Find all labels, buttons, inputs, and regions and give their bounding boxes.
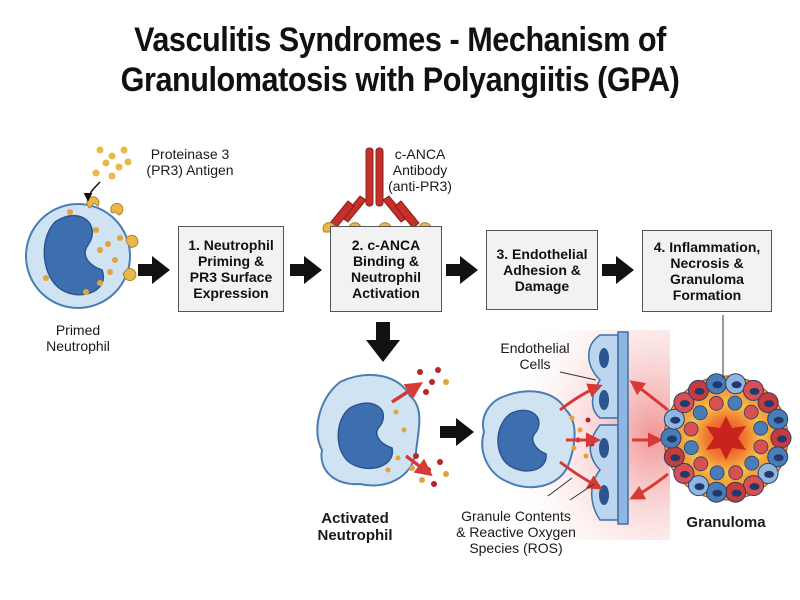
down-arrow [366,322,400,362]
granuloma-cell-nucleus [670,454,681,462]
granuloma-cell-nucleus [694,387,705,395]
granuloma-cell-nucleus [679,470,690,478]
granuloma-cell-nucleus [670,416,681,424]
adhering-neutrophil [481,390,576,489]
granuloma-inner-cell [743,404,759,420]
nucleus-icon [43,214,105,296]
title-line-2: Granulomatosis with Polyangiitis (GPA) [120,61,680,99]
granuloma-cell-nucleus [749,387,760,395]
granuloma [660,373,792,503]
primed-neutrophil-label: Primed Neutrophil [46,322,110,354]
to-endothelium-arrow [440,418,474,446]
activated-neutrophil-label: Activated Neutrophil [317,510,393,544]
step-4-box: 4. Inflammation, Necrosis & Granuloma Fo… [642,230,772,312]
granuloma-inner-cell [753,439,769,455]
granuloma-cell-nucleus [749,483,760,491]
antigen-arrow [83,181,101,202]
granuloma-inner-cell [728,465,744,481]
granuloma-cell-nucleus [679,400,690,408]
granule-pointers [547,477,595,501]
activated-neutrophil [316,374,421,487]
step-arrows [138,256,634,446]
granuloma-cell-nucleus [731,489,742,497]
granuloma-inner-cell [753,420,769,436]
granuloma-inner-cell [709,465,725,481]
granuloma-cell-nucleus [764,470,775,478]
antibody-label: c-ANCA Antibody (anti-PR3) [388,146,452,194]
granuloma-cell-nucleus [773,454,784,462]
title-line-1: Vasculitis Syndromes - Mechanism of [134,21,666,59]
granuloma-cell-nucleus [667,435,677,443]
granule-contents-label: Granule Contents & Reactive Oxygen Speci… [456,508,576,556]
granuloma-inner-cell [692,405,708,421]
granuloma-inner-cell [727,395,743,411]
step-2-box: 2. c-ANCA Binding & Neutrophil Activatio… [330,226,442,312]
c-anca-antibody-icon [329,147,420,229]
granuloma-cell-nucleus [694,483,705,491]
granuloma-cell-nucleus [773,416,784,424]
primed-neutrophil [25,196,139,309]
antigen-label: Proteinase 3 (PR3) Antigen [146,146,234,178]
endothelial-cells-label: Endothelial Cells [500,340,570,372]
granuloma-inner-cell [693,456,709,472]
granuloma-inner-cell [683,421,699,437]
free-pr3-antigen [92,146,132,180]
step-3-box: 3. Endothelial Adhesion & Damage [486,230,598,310]
granuloma-cell-nucleus [731,381,742,389]
step-1-box: 1. Neutrophil Priming & PR3 Surface Expr… [178,226,284,312]
endothelial-pointer [559,371,597,381]
granuloma-cell-nucleus [764,400,775,408]
granuloma-cell-nucleus [712,489,723,497]
pr3-surface-antigen-icon [86,196,139,282]
granuloma-inner-cell [708,395,724,411]
granuloma-inner-cell [683,440,699,456]
granuloma-label: Granuloma [686,514,766,531]
granuloma-inner-cell [744,455,760,471]
granuloma-cell-nucleus [777,435,787,443]
granuloma-cell-nucleus [712,381,723,389]
